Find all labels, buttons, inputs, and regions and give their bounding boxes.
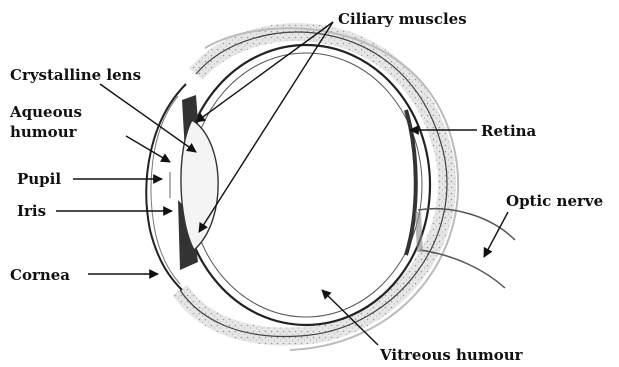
label-cornea: Cornea bbox=[10, 266, 70, 284]
label-optic-nerve: Optic nerve bbox=[506, 192, 603, 210]
label-retina: Retina bbox=[481, 122, 537, 140]
label-vitreous-humour: Vitreous humour bbox=[379, 346, 524, 364]
label-pupil: Pupil bbox=[17, 170, 61, 188]
label-ciliary-muscles: Ciliary muscles bbox=[338, 10, 467, 28]
retina-layer bbox=[182, 45, 430, 325]
label-aqueous-line2: humour bbox=[10, 123, 78, 141]
label-crystalline-lens: Crystalline lens bbox=[10, 66, 141, 84]
label-aqueous-line1: Aqueous bbox=[9, 103, 82, 121]
label-iris: Iris bbox=[17, 202, 46, 220]
